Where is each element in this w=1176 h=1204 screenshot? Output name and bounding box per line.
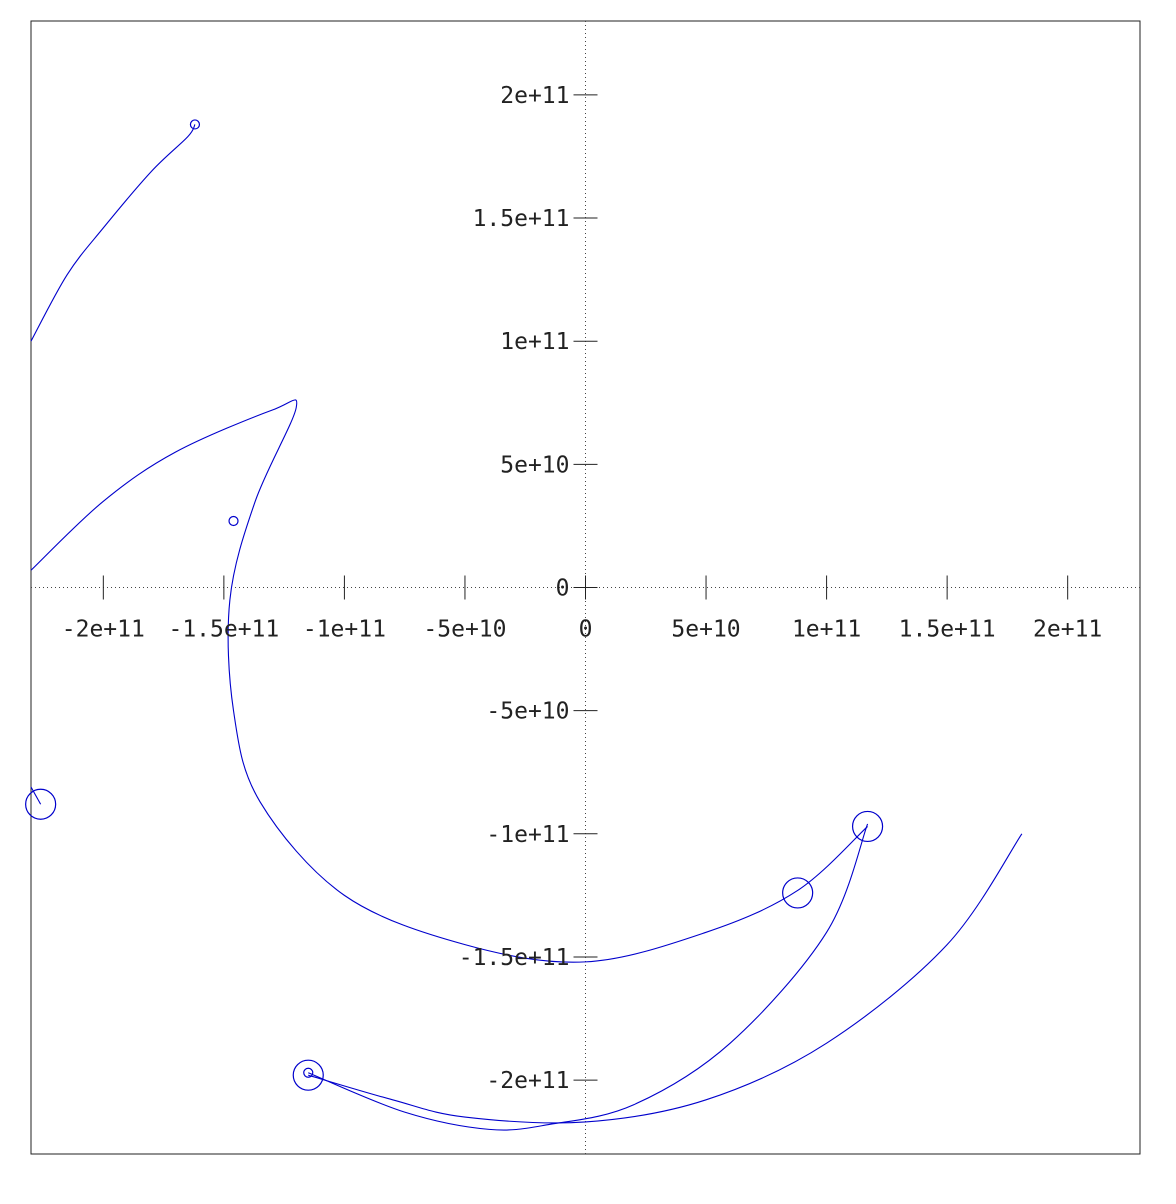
x-tick-labels: -2e+11 -1.5e+11 -1e+11 -5e+10 0 5e+10 1e+11 1.5… [62,617,1103,643]
body-markers [25,119,884,1091]
axes [31,21,1140,1154]
y-tick-labels: 2e+11 1.5e+11 1e+11 5e+10 0 -5e+10 -1e+11 -1.5e… [459,83,570,1094]
y-tick-label: 5e+10 [500,452,569,478]
y-tick-label: -2e+11 [486,1068,569,1094]
body-marker [851,810,884,843]
orbit-series-group [30,124,1023,1131]
orbit-path-3 [308,823,869,1131]
y-tick-label: 1.5e+11 [473,206,570,232]
orbit-path-5 [30,786,42,805]
body-marker [292,1059,324,1091]
x-tick-label: -1e+11 [303,617,386,643]
x-tick-label: 1.5e+11 [899,617,996,643]
y-tick-label: 1e+11 [500,329,569,355]
body-marker [782,877,814,909]
x-tick-label: -1.5e+11 [168,617,279,643]
y-tick-label: -1.5e+11 [459,945,570,971]
x-tick-label: -2e+11 [62,617,145,643]
orbit-path-2 [30,399,868,963]
y-tick-label: -5e+10 [486,699,569,725]
body-marker [303,1067,314,1078]
y-tick-label: -1e+11 [486,822,569,848]
x-tick-label: 1e+11 [792,617,861,643]
y-tick-label: 2e+11 [500,83,569,109]
y-tick-label: 0 [556,576,570,602]
body-marker [189,119,201,130]
body-marker [25,788,57,820]
orbit-path-1 [30,124,196,342]
x-tick-label: 0 [579,617,593,643]
body-marker [228,515,239,527]
x-tick-label: -5e+10 [423,617,506,643]
orbit-path-4 [308,833,1023,1124]
x-tick-label: 2e+11 [1033,617,1102,643]
x-tick-label: 5e+10 [671,617,740,643]
